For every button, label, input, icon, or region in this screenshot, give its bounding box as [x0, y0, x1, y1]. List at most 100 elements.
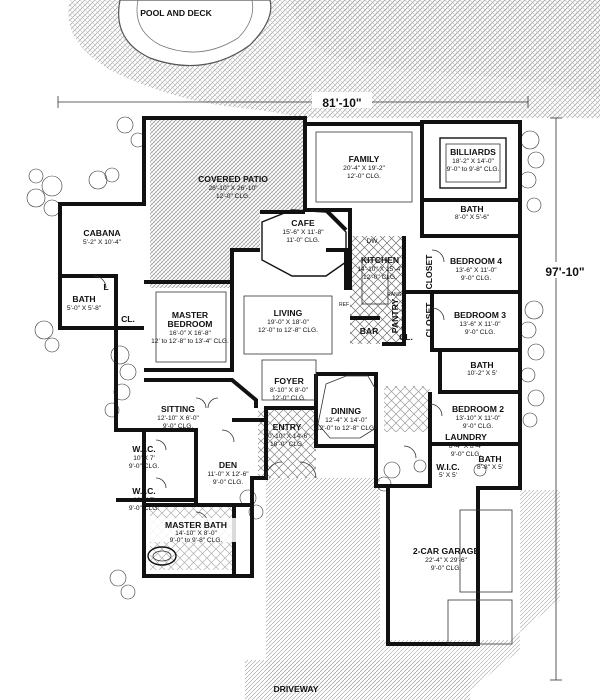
- interior-details: [147, 131, 513, 645]
- overall-width-dimension: 81'-10": [57, 92, 529, 110]
- kitchen-name: KITCHEN: [361, 255, 399, 265]
- family-size: 20'-4" X 19'-2": [343, 165, 385, 172]
- bedroom3-wall: [430, 292, 520, 352]
- room-bath-top: BATH 8'-0" X 5'-6": [455, 204, 490, 221]
- master-bath-size: 14'-10" X 8'-0": [175, 530, 217, 537]
- bedroom2-ceiling: 9'-0" CLG.: [463, 423, 494, 430]
- shrub-left-lower: [109, 569, 136, 600]
- master-bath-ceiling: 9'-0" to 9'-8" CLG.: [170, 537, 223, 544]
- room-sitting: SITTING 12'-10" X 6'-0" 9'-0" CLG.: [157, 404, 199, 430]
- cabana-wall: [58, 276, 144, 330]
- family-ceiling: [315, 131, 413, 203]
- door-wic[interactable]: [155, 439, 167, 489]
- master-bedroom-ceiling: 12' to 12'-8" to 13'-4" CLG.: [151, 338, 229, 345]
- room-master-bath: MASTER BATH 14'-10" X 8'-0" 9'-0" to 9'-…: [150, 518, 240, 544]
- cabana-bath-size: 5'-0" X 5'-8": [67, 305, 102, 312]
- bedroom2-name: BEDROOM 2: [452, 404, 504, 414]
- wic1-size: 10' X 7': [133, 455, 155, 462]
- bath-low-name: BATH: [478, 454, 501, 464]
- room-bath-mid: BATH 10'-2" X 5': [467, 360, 497, 377]
- room-pantry: PANTRY 5'-4" X 6': [390, 299, 408, 334]
- cafe-ceiling: 11'-0" CLG.: [286, 237, 320, 244]
- closet2-name: CLOSET: [424, 302, 434, 338]
- bath-low-size: 8'-8" X 5': [477, 464, 503, 471]
- covered-patio-name: COVERED PATIO: [198, 174, 268, 184]
- living-ceiling-tray: [243, 295, 333, 355]
- door-bedroom3[interactable]: [431, 307, 445, 321]
- cafe-outline: [261, 209, 347, 277]
- laundry-wall: [388, 444, 432, 488]
- door-laundry[interactable]: [403, 445, 417, 459]
- kitchen-size: 14'-10" X 15'-4": [357, 266, 403, 273]
- billiards-table: [439, 137, 507, 189]
- closet1-name: CLOSET: [424, 254, 434, 290]
- door-bedroom2[interactable]: [429, 403, 443, 417]
- den-size: 11'-0" X 12'-6": [207, 471, 249, 478]
- overall-width: 81'-10": [322, 96, 361, 110]
- bath-mid-wall: [438, 350, 520, 394]
- room-living: LIVING 19'-0" X 18'-0" 12'-0" to 12'-8" …: [258, 308, 318, 334]
- cabana-name: CABANA: [83, 228, 120, 238]
- room-dining: DINING 12'-4" X 14'-0" 12'-0" to 12'-8" …: [316, 406, 376, 432]
- living-wall: [230, 248, 348, 290]
- bath-mid-name: BATH: [470, 360, 493, 370]
- garage-wall: [376, 484, 390, 644]
- shrub-left-upper: [26, 116, 146, 217]
- shrub-right: [519, 130, 545, 428]
- wic2-size: 10' X 7': [133, 497, 155, 504]
- pool-label: POOL AND DECK: [140, 8, 212, 18]
- room-bedroom2: BEDROOM 2 13'-10" X 11'-0" 9'-0" CLG.: [452, 404, 504, 430]
- room-covered-patio: COVERED PATIO 28'-10" X 26'-10" 12'-0" C…: [198, 174, 268, 200]
- sitting-size: 12'-10" X 6'-0": [157, 415, 199, 422]
- billiards-ceiling: 9'-0" to 9'-8" CLG.: [447, 166, 500, 173]
- master-bedroom-size: 16'-0" X 16'-8": [169, 330, 211, 337]
- laundry-name: LAUNDRY: [445, 432, 487, 442]
- bedroom4-size: 13'-6" X 11'-0": [455, 267, 497, 274]
- dishwasher-label: DW: [367, 238, 379, 245]
- cafe-size: 15'-6" X 11'-8": [282, 229, 324, 236]
- den-name: DEN: [219, 460, 237, 470]
- cabana-bath-name: BATH: [72, 294, 95, 304]
- kitchen-island: [361, 259, 389, 305]
- room-cabana: CABANA 5'-2" X 10'-4": [83, 228, 122, 246]
- shrub-left-mid: [34, 320, 137, 418]
- bar-name: BAR: [360, 326, 379, 336]
- bath-mid-size: 10'-2" X 5': [467, 370, 497, 377]
- wic2-ceiling: 9'-0" CLG.: [129, 505, 160, 512]
- room-laundry: LAUNDRY 8'-4" X 8'-4" 9'-0" CLG.: [445, 432, 487, 458]
- door-bedroom4[interactable]: [431, 249, 445, 263]
- family-wall: [303, 124, 352, 236]
- pantry-name: PANTRY: [390, 299, 400, 334]
- cafe-name: CAFE: [291, 218, 315, 228]
- pool-deck: POOL AND DECK: [68, 0, 600, 118]
- sitting-ceiling: 9'-0" CLG.: [163, 423, 194, 430]
- cafe-wall: [260, 208, 348, 232]
- door-sitting[interactable]: [195, 397, 219, 409]
- doors: [93, 249, 445, 525]
- cabana-linen-label: L: [103, 282, 108, 292]
- living-ceiling: 12'-0" to 12'-8" CLG.: [258, 327, 318, 334]
- garage-size: 22'-4" X 29'-6": [425, 557, 467, 564]
- master-ceiling-tray: [155, 291, 227, 363]
- room-billiards: BILLIARDS 18'-2" X 14'-0" 9'-0" to 9'-8"…: [447, 147, 500, 173]
- kitchen-ceiling: 12'-0" CLG.: [363, 274, 397, 281]
- room-kitchen: KITCHEN 14'-10" X 15'-4" 12'-0" CLG. DW …: [339, 238, 406, 308]
- room-cafe: CAFE 15'-6" X 11'-8" 11'-0" CLG.: [282, 218, 324, 244]
- family-ceiling: 12'-0" CLG.: [347, 173, 381, 180]
- bath-top-name: BATH: [460, 204, 483, 214]
- living-size: 19'-0" X 18'-0": [267, 319, 309, 326]
- door-den[interactable]: [221, 429, 235, 443]
- room-wic-small: W.I.C. 5' X 5': [436, 462, 459, 479]
- garage-name: 2-CAR GARAGE: [413, 546, 480, 556]
- room-wic2: W.I.C. 10' X 7' 9'-0" CLG.: [129, 486, 160, 512]
- door-entry[interactable]: [265, 461, 317, 479]
- family-name: FAMILY: [349, 154, 380, 164]
- door-cabana[interactable]: [93, 275, 107, 289]
- bedroom4-name: BEDROOM 4: [450, 256, 502, 266]
- foyer-ceiling: 12'-0" CLG.: [272, 395, 306, 402]
- pantry-size: 5'-4" X 6': [401, 303, 408, 329]
- bath-top-wall: [420, 200, 520, 238]
- room-bath-low: BATH 8'-8" X 5': [477, 454, 503, 471]
- foyer-size: 8'-10" X 8'-0": [270, 387, 309, 394]
- room-foyer: FOYER 8'-10" X 8'-0" 12'-0" CLG.: [270, 376, 309, 402]
